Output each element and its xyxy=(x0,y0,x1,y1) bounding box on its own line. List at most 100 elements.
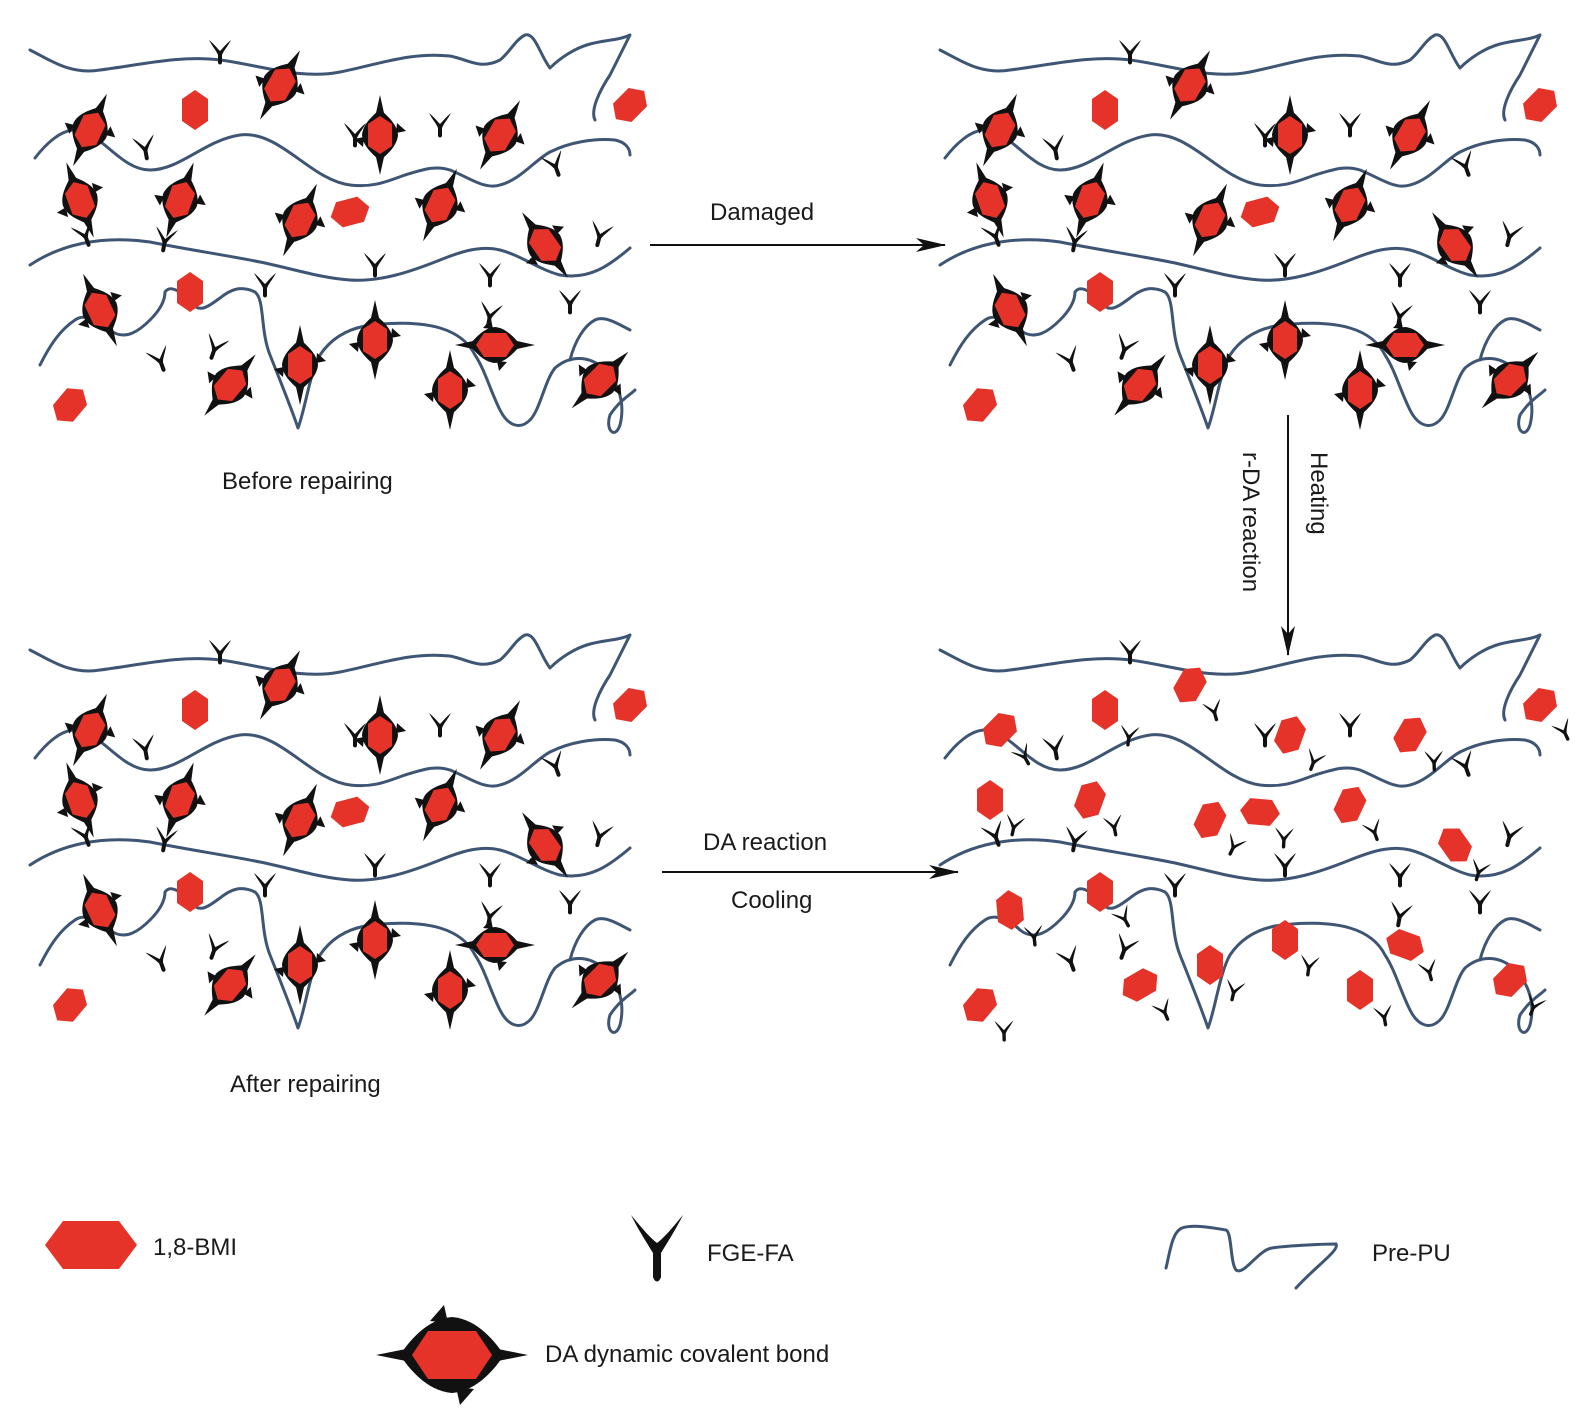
prepu-chain xyxy=(938,838,1542,882)
da-bond-icon xyxy=(274,925,326,1005)
da-bond-icon xyxy=(1064,162,1116,238)
prepu-chain xyxy=(938,633,1542,722)
fge-fa-y-icon xyxy=(1119,40,1141,65)
prepu-chain xyxy=(948,887,1547,1034)
bmi-hexagon-icon xyxy=(1347,970,1373,1010)
fge-fa-y-icon xyxy=(1120,724,1140,747)
legend-da-label: DA dynamic covalent bond xyxy=(545,1341,830,1368)
panel-after-repairing xyxy=(28,633,647,1034)
da-bond-icon xyxy=(154,762,206,838)
fge-fa-y-icon xyxy=(1528,993,1547,1016)
fge-fa-y-icon xyxy=(540,749,562,777)
label-da-reaction: DA reaction xyxy=(703,829,828,856)
prepu-chain xyxy=(33,128,632,188)
fge-fa-y-icon xyxy=(429,713,451,738)
prepu-chain xyxy=(938,238,1542,282)
fge-fa-y-icon xyxy=(1055,944,1077,972)
fge-fa-y-icon xyxy=(208,332,230,360)
fge-fa-y-icon xyxy=(1254,723,1276,748)
prepu-chain xyxy=(943,728,1542,788)
da-bond-icon xyxy=(522,812,568,878)
prepu-chain xyxy=(568,917,632,962)
fge-fa-y-icon xyxy=(1254,123,1276,148)
label-r-da-reaction: r-DA reaction xyxy=(1237,452,1264,593)
da-bond-icon xyxy=(414,168,466,242)
da-bond-icon xyxy=(56,762,104,838)
fge-fa-y-icon xyxy=(1551,717,1570,741)
fge-fa-y-icon xyxy=(994,1020,1014,1042)
da-bond-icon xyxy=(255,50,305,120)
da-bond-icon xyxy=(1114,354,1166,416)
fge-fa-y-icon xyxy=(344,723,366,748)
da-bond-icon xyxy=(1264,95,1316,175)
fge-fa-y-icon xyxy=(364,853,386,878)
fge-fa-y-icon xyxy=(1389,263,1411,288)
fge-fa-y-icon xyxy=(156,826,178,853)
fge-fa-y-icon xyxy=(1274,853,1296,878)
fge-fa-y-icon xyxy=(1118,332,1140,360)
bmi-hexagon-icon xyxy=(1074,781,1106,819)
fge-fa-y-icon xyxy=(1389,863,1411,888)
bmi-hexagon-icon xyxy=(182,90,208,130)
prepu-chain xyxy=(38,887,637,1034)
da-bond-icon xyxy=(274,325,326,405)
fge-fa-y-icon xyxy=(254,873,276,898)
fge-fa-y-icon xyxy=(1339,113,1361,138)
bmi-hexagon-icon xyxy=(1092,90,1118,130)
da-bond-icon xyxy=(1481,351,1539,409)
bmi-hexagon-icon xyxy=(1493,963,1527,997)
fge-fa-y-icon xyxy=(1055,344,1077,372)
bmi-hexagon-icon xyxy=(1122,968,1158,1002)
fge-fa-y-icon xyxy=(1066,226,1088,253)
da-bond-icon xyxy=(571,951,629,1009)
prepu-chain xyxy=(33,728,632,788)
da-bond-icon xyxy=(1259,300,1311,380)
bmi-hexagon-icon xyxy=(1393,717,1427,753)
fge-fa-y-icon xyxy=(1042,734,1064,761)
fge-fa-y-icon xyxy=(481,301,503,328)
da-bond-icon xyxy=(974,93,1026,167)
da-bond-icon xyxy=(349,300,401,380)
da-bond-icon xyxy=(988,273,1032,347)
da-bond-icon xyxy=(274,783,326,857)
prepu-chain xyxy=(28,238,632,282)
bmi-hexagon-icon xyxy=(52,988,88,1022)
prepu-chain xyxy=(28,838,632,882)
da-bond-icon xyxy=(64,693,116,767)
da-bond-icon xyxy=(1365,319,1445,371)
fge-fa-y-icon xyxy=(254,273,276,298)
bmi-hexagon-icon xyxy=(1333,786,1367,824)
da-bond-icon xyxy=(424,950,476,1030)
bmi-hexagon-icon xyxy=(1274,716,1306,754)
fge-fa-y-icon xyxy=(1424,750,1443,772)
da-bond-icon xyxy=(966,162,1014,238)
label-cooling: Cooling xyxy=(731,887,813,914)
fge-fa-y-icon xyxy=(980,219,1002,247)
fge-fa-y-icon xyxy=(1361,818,1380,842)
fge-fa-y-icon xyxy=(592,820,614,848)
fge-fa-y-icon xyxy=(1450,749,1472,777)
fge-fa-y-icon xyxy=(1006,814,1026,837)
prepu-chain xyxy=(568,317,632,362)
fge-fa-y-icon xyxy=(1301,954,1320,977)
bmi-hexagon-icon xyxy=(177,872,203,912)
fge-fa-y-icon xyxy=(70,219,92,247)
bmi-hexagon-icon xyxy=(1523,688,1557,722)
da-bond-icon xyxy=(1165,50,1215,120)
fge-fa-y-icon xyxy=(209,40,231,65)
fge-fa-y-icon xyxy=(1102,814,1122,837)
bmi-hexagon-icon xyxy=(983,713,1017,747)
fge-fa-y-icon xyxy=(1118,932,1140,960)
bmi-hexagon-icon xyxy=(1193,801,1227,839)
bmi-hexagon-icon xyxy=(613,88,647,122)
prepu-chain xyxy=(28,33,632,122)
bmi-hexagon-icon xyxy=(1386,929,1424,961)
da-bond-icon xyxy=(154,162,206,238)
fge-fa-y-icon xyxy=(1228,832,1247,856)
fge-fa-y-icon xyxy=(980,819,1002,847)
fge-fa-y-icon xyxy=(1308,748,1327,772)
legend-fge-label: FGE-FA xyxy=(707,1240,794,1267)
bmi-hexagon-icon xyxy=(45,1221,137,1269)
panel-heated xyxy=(938,633,1570,1042)
